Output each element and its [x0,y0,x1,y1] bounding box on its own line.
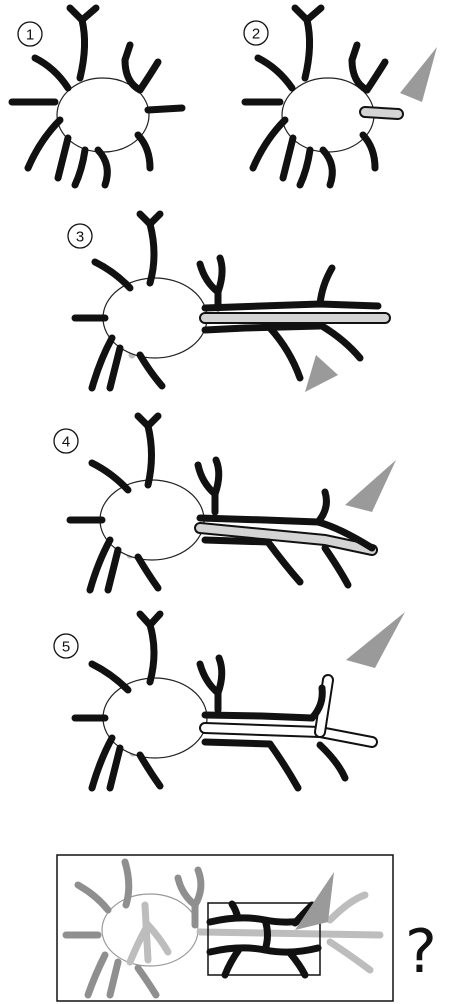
step-1-label: 1 [26,27,34,44]
step-3-neuron [71,210,391,392]
final-panel-focus-branches [206,900,322,979]
question-mark: ? [405,917,437,987]
step-2-label: 2 [252,26,260,43]
step-2-neuron [241,4,404,189]
step-5-neuron [71,610,378,792]
step-3-label: 3 [76,229,84,246]
step-1-neuron [8,4,186,189]
step-4-label: 4 [62,434,70,451]
step-4-marker: 4 [53,428,79,454]
step-2-marker: 2 [243,20,269,46]
step-5-marker: 5 [53,633,79,659]
final-panel-arrowhead [295,872,334,930]
step-1-marker: 1 [17,21,43,47]
final-panel-faded-neuron [62,858,384,999]
final-panel-frame [56,854,394,1002]
step-3-marker: 3 [67,223,93,249]
final-panel-zoom-box [207,902,321,976]
step-4-arrowhead [345,460,396,512]
step-5-label: 5 [62,639,70,656]
step-5-arrowhead [346,612,405,668]
step-4-neuron [66,412,378,594]
step-3-arrowhead [305,355,338,392]
step-2-arrowhead [400,47,437,102]
